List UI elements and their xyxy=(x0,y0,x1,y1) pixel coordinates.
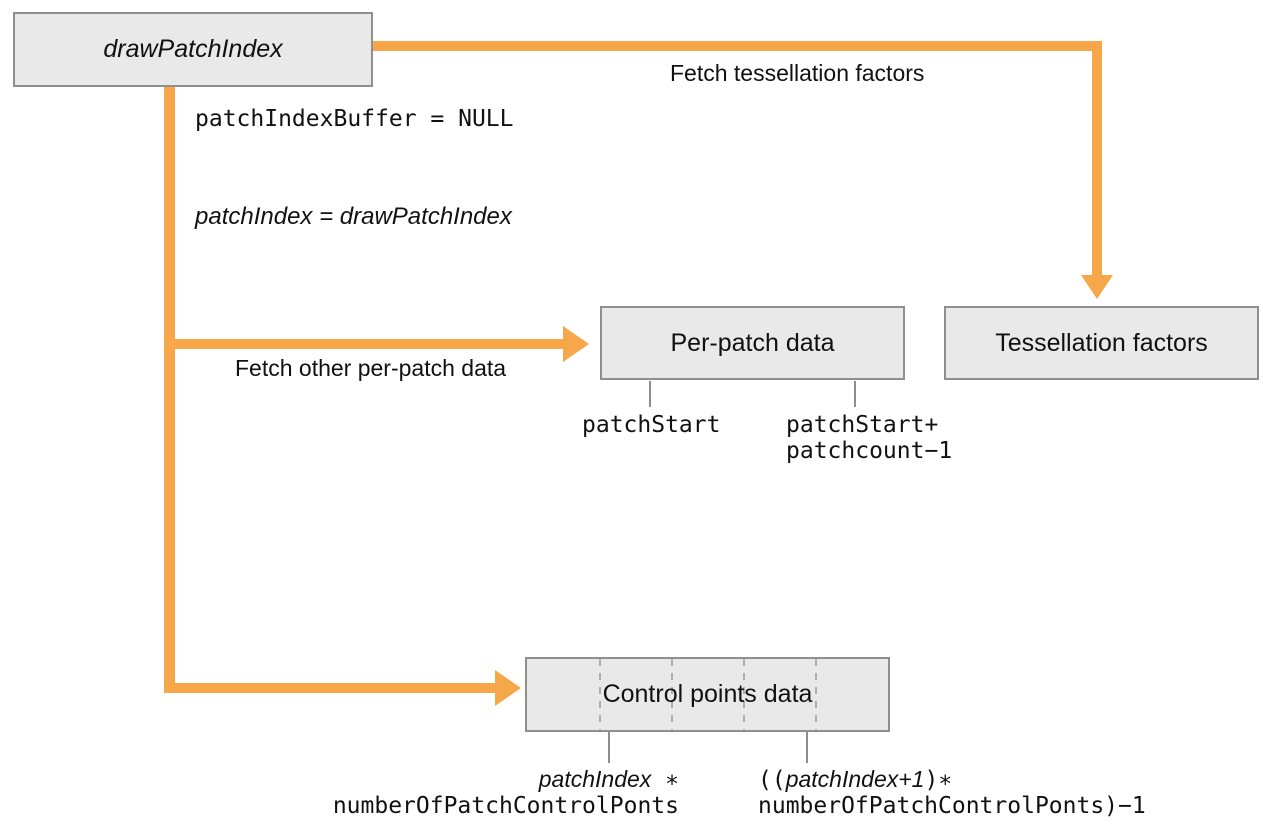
node-draw-patch-index: drawPatchIndex xyxy=(13,12,373,87)
annotation-patch-start: patchStart xyxy=(582,412,721,438)
annotation-cp-end-line1: ((patchIndex+1)∗ xyxy=(758,766,1146,793)
segment-divider xyxy=(671,659,673,730)
node-per-patch-data: Per-patch data xyxy=(600,306,905,380)
tick-patch-start xyxy=(649,381,651,407)
arrowhead-down-icon xyxy=(1081,275,1113,299)
edge-label-fetch-per-patch: Fetch other per-patch data xyxy=(235,355,507,381)
edge-fetch-tessellation-horizontal xyxy=(371,41,1102,51)
segment-divider xyxy=(599,659,601,730)
node-draw-patch-index-label: drawPatchIndex xyxy=(103,35,283,63)
node-tessellation-factors: Tessellation factors xyxy=(944,306,1259,380)
edge-fetch-per-patch-horizontal xyxy=(164,339,563,349)
edge-main-vertical xyxy=(164,85,175,693)
arrowhead-right-per-patch-icon xyxy=(563,326,589,362)
segment-divider xyxy=(815,659,817,730)
node-per-patch-data-label: Per-patch data xyxy=(670,328,835,357)
node-tessellation-factors-label: Tessellation factors xyxy=(995,328,1208,357)
annotation-patch-range-line1: patchStart+ xyxy=(786,412,939,438)
annotation-patch-index-assign: patchIndex = drawPatchIndex xyxy=(195,203,512,230)
node-control-points-data-label: Control points data xyxy=(602,680,813,708)
tick-control-points-start xyxy=(608,732,610,763)
annotation-control-points-end: ((patchIndex+1)∗ numberOfPatchControlPon… xyxy=(758,766,1146,819)
tick-control-points-end xyxy=(806,732,808,763)
cp-start-mono-suffix: ∗ xyxy=(651,767,679,793)
cp-end-mono-suffix: )∗ xyxy=(924,767,953,793)
node-control-points-data: Control points data xyxy=(525,657,890,732)
annotation-patch-index-buffer: patchIndexBuffer = NULL xyxy=(195,106,514,132)
annotation-control-points-start: patchIndex ∗ numberOfPatchControlPonts xyxy=(333,766,679,819)
annotation-cp-start-line1: patchIndex ∗ xyxy=(333,766,679,793)
annotation-patch-range: patchStart+ patchcount−1 xyxy=(786,412,952,464)
cp-start-italic: patchIndex xyxy=(538,766,652,792)
annotation-cp-end-line2: numberOfPatchControlPonts)−1 xyxy=(758,793,1146,819)
annotation-cp-start-line2: numberOfPatchControlPonts xyxy=(332,793,679,819)
cp-end-mono-prefix: (( xyxy=(758,767,786,793)
edge-control-points-horizontal xyxy=(164,683,495,693)
annotation-patch-range-line2: patchcount−1 xyxy=(786,438,953,464)
cp-end-italic: patchIndex+1 xyxy=(785,766,925,792)
tick-patch-end xyxy=(854,381,856,407)
edge-label-fetch-tessellation: Fetch tessellation factors xyxy=(670,60,925,86)
arrowhead-right-control-points-icon xyxy=(495,670,521,706)
segment-divider xyxy=(743,659,745,730)
edge-fetch-tessellation-vertical xyxy=(1092,41,1102,275)
